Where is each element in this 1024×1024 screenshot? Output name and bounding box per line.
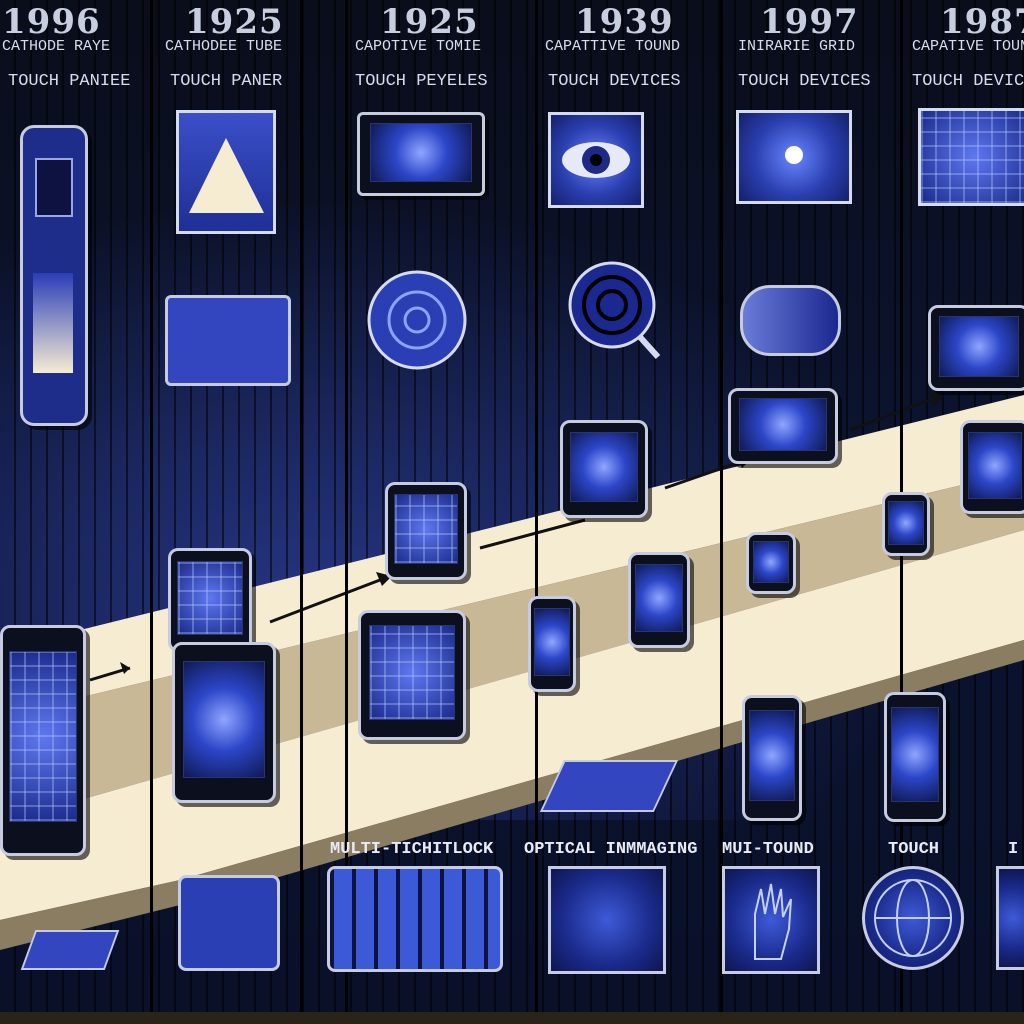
tablet-screen: [177, 560, 243, 636]
tablet-device: [168, 548, 252, 652]
tablet-screen: [182, 660, 266, 779]
retro-device: [165, 295, 291, 386]
tech-label: CATHODE RAYE: [2, 38, 111, 55]
column-divider: [150, 0, 153, 1024]
column-divider: [300, 0, 303, 1024]
tech-label: CAPOTIVE TOMIE: [355, 38, 482, 55]
bottom-label: MUI-TOUND: [722, 840, 814, 859]
phone-device: [746, 532, 796, 594]
phone-screen: [534, 608, 570, 677]
tablet-device: [0, 625, 86, 856]
starburst-icon: [785, 146, 803, 164]
phone-screen: [891, 707, 939, 802]
eye-panel: [548, 112, 644, 208]
phone-device: [884, 692, 946, 822]
arrow-4: [664, 460, 741, 490]
globe-icon: [874, 879, 952, 957]
sub-label: TOUCH PEYELES: [355, 72, 488, 91]
tablet-device: [358, 610, 466, 740]
tablet-device: [560, 420, 648, 518]
tablet-screen: [394, 494, 458, 565]
column-divider: [720, 0, 723, 1024]
hand-icon: [754, 883, 792, 960]
triangle-icon: [189, 138, 264, 213]
sub-label: TOUCH DEVICE: [912, 72, 1024, 91]
sub-label: TOUCH DEVICES: [738, 72, 871, 91]
year-label: 1925: [380, 2, 479, 42]
year-label: 1997: [760, 2, 859, 42]
lens-device: [740, 285, 841, 356]
phone-device: [528, 596, 576, 692]
column-divider: [345, 0, 348, 1024]
bottom-label: OPTICAL INMMAGING: [524, 840, 698, 859]
tablet-screen: [569, 432, 639, 503]
tablet-screen: [968, 431, 1022, 499]
edge-panel: [996, 866, 1024, 970]
sub-label: TOUCH PANER: [170, 72, 283, 91]
small-keypad: [20, 930, 120, 970]
phone-device: [882, 492, 930, 556]
eye-icon: [562, 142, 630, 178]
keypad-device: [539, 760, 679, 812]
sub-label: TOUCH PANIEE: [8, 72, 131, 91]
tech-label: CAPATTIVE TOUND: [545, 38, 681, 55]
crt-beam: [33, 273, 73, 373]
tablet-screen: [739, 398, 827, 452]
tablet-device: [960, 420, 1024, 514]
arrow-1-head: [120, 662, 130, 674]
phone-screen: [749, 710, 795, 802]
display-screen: [938, 316, 1020, 377]
tablet-device: [172, 642, 276, 803]
globe-panel: [862, 866, 964, 970]
crt-window: [35, 158, 73, 217]
walkway-lower: [0, 530, 1024, 920]
phone-device: [628, 552, 690, 648]
sub-label: TOUCH DEVICES: [548, 72, 681, 91]
floor-bar: [0, 1012, 1024, 1024]
phone-screen: [752, 540, 790, 584]
arrow-5-head: [928, 392, 944, 406]
multitouch-panel: [327, 866, 503, 972]
tablet-device: [728, 388, 838, 464]
crt-device-tall: [20, 125, 88, 426]
phone-device: [742, 695, 802, 821]
tablet-screen: [9, 650, 77, 822]
tablet-device: [385, 482, 467, 580]
phone-screen: [635, 564, 683, 633]
year-label: 1996: [2, 2, 101, 42]
tablet-screen: [369, 625, 455, 720]
bottom-label: MULTI-TICHITLOCK: [330, 840, 494, 859]
bottom-label: I: [1008, 840, 1019, 859]
arrow-3: [479, 518, 586, 550]
starburst-panel: [736, 110, 852, 204]
display-device: [928, 305, 1024, 391]
column-divider: [535, 0, 538, 1024]
bottom-label: TOUCH: [888, 840, 940, 859]
tech-label: INIRARIE GRID: [738, 38, 856, 55]
triangle-panel: [176, 110, 276, 234]
crt-monitor: [357, 112, 485, 196]
tech-label: CATHODEE TUBE: [165, 38, 283, 55]
arrow-2: [269, 578, 381, 624]
swirl-disc: [367, 270, 467, 370]
magnifier-icon: [568, 261, 661, 360]
hand-panel: [722, 866, 820, 974]
tech-label: CAPATIVE TOUN: [912, 38, 1024, 55]
grid-panel: [918, 108, 1024, 206]
arrow-5: [849, 398, 931, 432]
year-label: 1925: [185, 2, 284, 42]
walkway-upper: [0, 395, 1024, 715]
year-label: 1987: [940, 2, 1024, 42]
phone-screen: [888, 500, 924, 545]
scanner-device: [178, 875, 280, 971]
optical-panel: [548, 866, 666, 974]
crt-monitor-screen: [369, 122, 473, 183]
year-label: 1939: [575, 2, 674, 42]
